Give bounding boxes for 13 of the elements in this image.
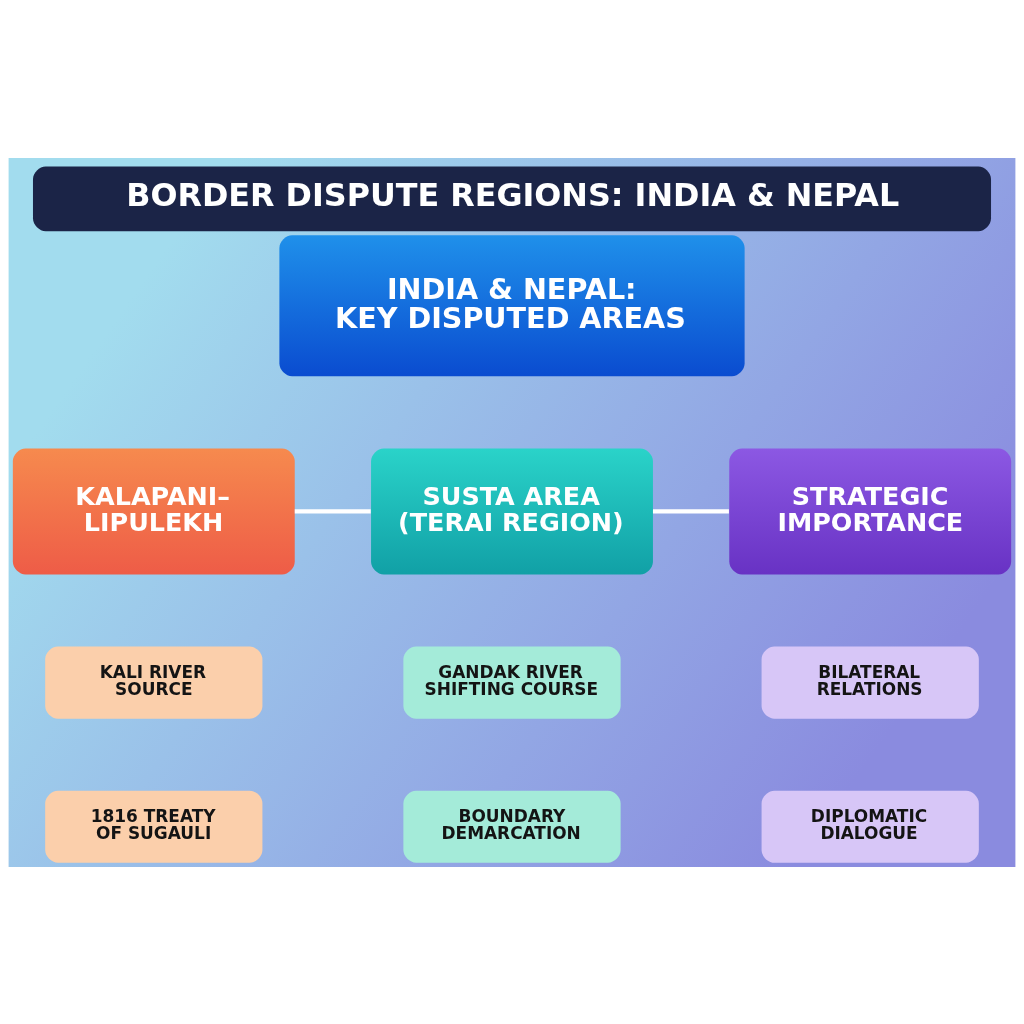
connector	[294, 508, 371, 514]
connector	[652, 508, 729, 514]
node-box: BILATERAL RELATIONS	[761, 646, 979, 719]
node-box: STRATEGIC IMPORTANCE	[729, 447, 1012, 574]
node-box: INDIA & NEPAL: KEY DISPUTED AREAS	[279, 234, 745, 376]
node-box: BOUNDARY DEMARCATION	[403, 790, 621, 863]
node-box: SUSTA AREA (TERAI REGION)	[371, 447, 653, 574]
node-box: KALAPANI–LIPULEKH	[12, 447, 295, 574]
node-box: GANDAK RIVER SHIFTING COURSE	[403, 646, 621, 719]
node-box: KALI RIVER SOURCE	[45, 646, 263, 719]
node-box: 1816 TREATY OF SUGAULI	[45, 790, 263, 863]
diagram-title: BORDER DISPUTE REGIONS: INDIA & NEPAL	[126, 175, 900, 213]
node-box: DIPLOMATIC DIALOGUE	[761, 790, 979, 863]
